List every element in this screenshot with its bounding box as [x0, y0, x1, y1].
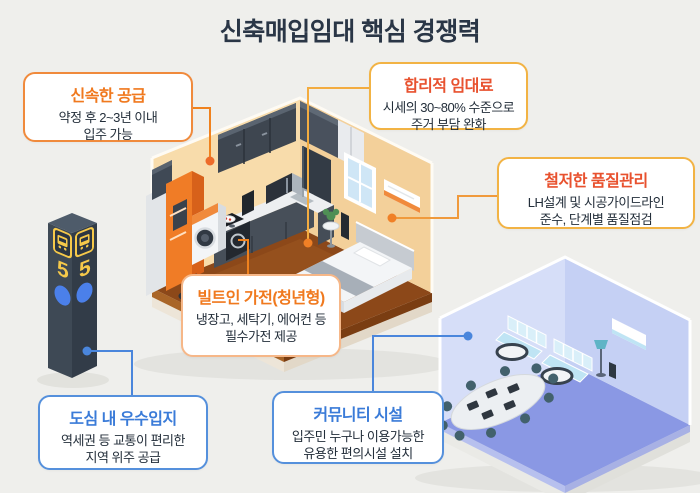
community-room [415, 255, 700, 493]
floor-lamp-icon [594, 340, 608, 377]
bus-route-number: 5 [79, 254, 91, 283]
callout-builtin-appliances: 빌트인 가전(청년형) 냉장고, 세탁기, 에어컨 등 필수가전 제공 [181, 274, 341, 357]
coffee-machine-icon [242, 190, 254, 216]
page-title: 신축매입임대 핵심 경쟁력 [219, 18, 481, 46]
route-dot [54, 285, 71, 306]
side-table [322, 208, 340, 248]
callout-body: 역세권 등 교통이 편리한 지역 위주 공급 [61, 433, 185, 466]
callout-title: 빌트인 가전(청년형) [197, 290, 325, 307]
callout-body: 약정 후 2~3년 이내 입주 가능 [58, 110, 158, 143]
microwave-icon [266, 173, 302, 204]
callout-community-facility: 커뮤니티 시설 입주민 누구나 이용가능한 유용한 편의시설 설치 [272, 391, 444, 464]
callout-reasonable-rent: 합리적 임대료 시세의 30~80% 수준으로 주거 부담 완화 [369, 62, 528, 133]
callout-body: LH설계 및 시공가이드라인 준수, 단계별 품질점검 [527, 195, 665, 228]
community-right-wall [565, 257, 690, 425]
washing-machine-icon [192, 203, 226, 265]
conference-table [437, 363, 559, 441]
callout-body: 입주민 누구나 이용가능한 유용한 편의시설 설치 [291, 429, 425, 462]
callout-title: 합리적 임대료 [403, 78, 494, 95]
plant-icon [326, 211, 336, 221]
trash-bin-icon [609, 362, 616, 379]
callout-body: 시세의 30~80% 수준으로 주거 부담 완화 [382, 100, 515, 133]
bus-sign-icon: 5 [75, 227, 94, 303]
callout-title: 도심 내 우수입지 [69, 411, 177, 428]
connector-lines [82, 87, 497, 395]
speaker-icon [341, 212, 349, 240]
route-dot [76, 282, 93, 303]
bus-sign-icon: 5 [53, 227, 72, 306]
callout-body: 냉장고, 세탁기, 에어컨 등 필수가전 제공 [195, 312, 327, 345]
callout-title: 커뮤니티 시설 [313, 407, 403, 424]
community-ac-icon [612, 318, 646, 350]
callout-rapid-supply: 신속한 공급 약정 후 2~3년 이내 입주 가능 [23, 72, 193, 142]
bus-stop-pillar: 5 5 [37, 213, 109, 388]
callout-quality-control: 철저한 품질관리 LH설계 및 시공가이드라인 준수, 단계별 품질점검 [497, 157, 695, 229]
air-conditioner-icon [384, 179, 420, 213]
callout-urban-location: 도심 내 우수입지 역세권 등 교통이 편리한 지역 위주 공급 [38, 395, 208, 470]
callout-title: 철저한 품질관리 [544, 173, 648, 190]
round-table [495, 343, 574, 385]
callout-title: 신속한 공급 [70, 88, 146, 105]
upper-cabinets [218, 101, 364, 173]
window [344, 152, 376, 214]
bus-route-number: 5 [57, 255, 69, 284]
kitchen-room [134, 96, 450, 380]
